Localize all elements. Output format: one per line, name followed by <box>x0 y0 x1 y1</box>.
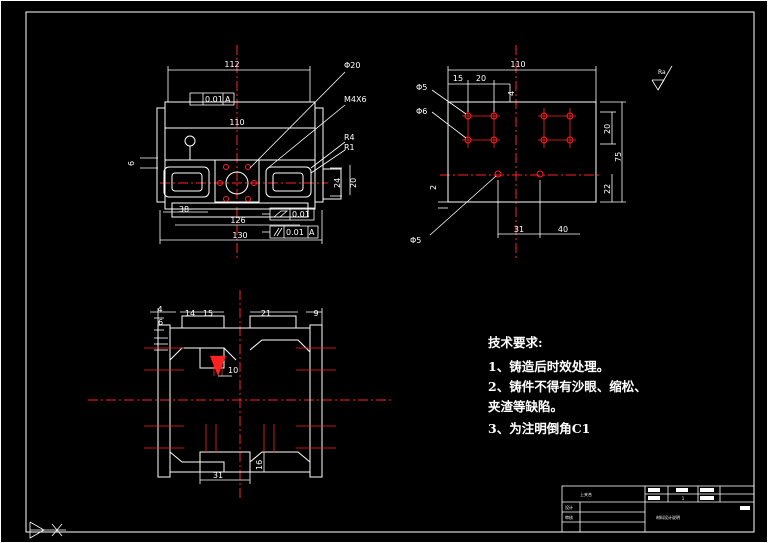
title-checker: 审核 <box>565 514 573 520</box>
tolerance-value-3: 0.01 <box>286 228 304 237</box>
tolerance-value-1: 0.01 <box>205 95 223 104</box>
ucs-icon <box>29 521 66 539</box>
side-view: 110 15 20 4 20 75 22 2 31 40 Φ5 Φ6 Φ5 <box>410 45 626 258</box>
tech-req-line-4: 3、为注明倒角C1 <box>488 421 590 436</box>
tech-req-line-2: 2、铸件不得有沙眼、缩松、 <box>488 379 647 394</box>
top-dim-dia20: Φ20 <box>344 61 360 70</box>
bottom-dim-10: 10 <box>228 366 238 375</box>
side-dim-31: 31 <box>514 225 524 234</box>
title-part-name: 上夹合 <box>580 491 592 497</box>
side-dim-110: 110 <box>510 60 525 69</box>
bottom-view: 4 6 14 15 21 9 10 31 16 <box>88 290 392 500</box>
tech-req-line-3: 夹渣等缺陷。 <box>488 399 563 414</box>
side-dim-phi6: Φ6 <box>416 107 427 116</box>
roughness-label: Ra <box>658 69 666 76</box>
top-dim-r1: R1 <box>344 143 355 152</box>
side-dim-22: 22 <box>603 184 612 194</box>
top-dim-38: 38 <box>179 205 189 214</box>
bottom-dim-4: 4 <box>157 305 162 314</box>
side-dim-75: 75 <box>614 152 623 162</box>
top-dim-6: 6 <box>127 161 136 166</box>
top-dim-24: 24 <box>333 178 342 188</box>
bottom-dim-31: 31 <box>213 471 223 480</box>
top-dim-112: 112 <box>224 60 239 69</box>
title-block: 上夹合 1 材料设计说明 设计 审核 <box>561 485 755 533</box>
top-dim-m4x6: M4X6 <box>344 95 367 104</box>
side-dim-phi5-b: Φ5 <box>410 236 421 245</box>
top-dim-20: 20 <box>349 178 358 188</box>
bottom-dim-21: 21 <box>261 309 271 318</box>
tolerance-datum-1: A <box>225 95 231 104</box>
bottom-dim-6: 6 <box>158 318 163 327</box>
parallelism-icon <box>273 227 283 237</box>
side-dim-2: 2 <box>429 185 438 190</box>
bottom-dim-14: 14 <box>185 309 195 318</box>
title-school: 材料设计说明 <box>656 514 680 520</box>
technical-requirements: 技术要求: 1、铸造后时效处理。 2、铸件不得有沙眼、缩松、 夹渣等缺陷。 3、… <box>488 335 647 436</box>
side-dim-15: 15 <box>453 74 463 83</box>
side-dim-4: 4 <box>507 91 516 96</box>
side-dim-20: 20 <box>476 74 486 83</box>
top-dim-110: 110 <box>229 118 244 127</box>
side-dim-40: 40 <box>558 225 568 234</box>
top-dim-r4: R4 <box>344 133 355 142</box>
title-designer: 设计 <box>565 504 573 510</box>
bottom-dim-15: 15 <box>203 309 213 318</box>
bottom-dim-9: 9 <box>313 309 318 318</box>
side-dim-20-right: 20 <box>603 124 612 134</box>
top-dim-126: 126 <box>230 216 245 225</box>
flatness-icon <box>272 210 289 218</box>
side-dim-phi5-a: Φ5 <box>416 83 427 92</box>
tolerance-value-2: 0.01 <box>292 210 310 219</box>
title-quantity: 1 <box>682 496 685 501</box>
top-view: 112 110 Φ20 M4X6 R4 R1 6 24 20 38 126 13… <box>127 45 367 258</box>
tolerance-datum-3: A <box>309 228 315 237</box>
tech-req-heading: 技术要求: <box>488 335 543 350</box>
roughness-icon <box>651 65 673 91</box>
top-dim-130: 130 <box>232 231 247 240</box>
tech-req-line-1: 1、铸造后时效处理。 <box>488 359 609 374</box>
inner-frame <box>25 11 755 533</box>
bottom-dim-16: 16 <box>255 460 264 470</box>
